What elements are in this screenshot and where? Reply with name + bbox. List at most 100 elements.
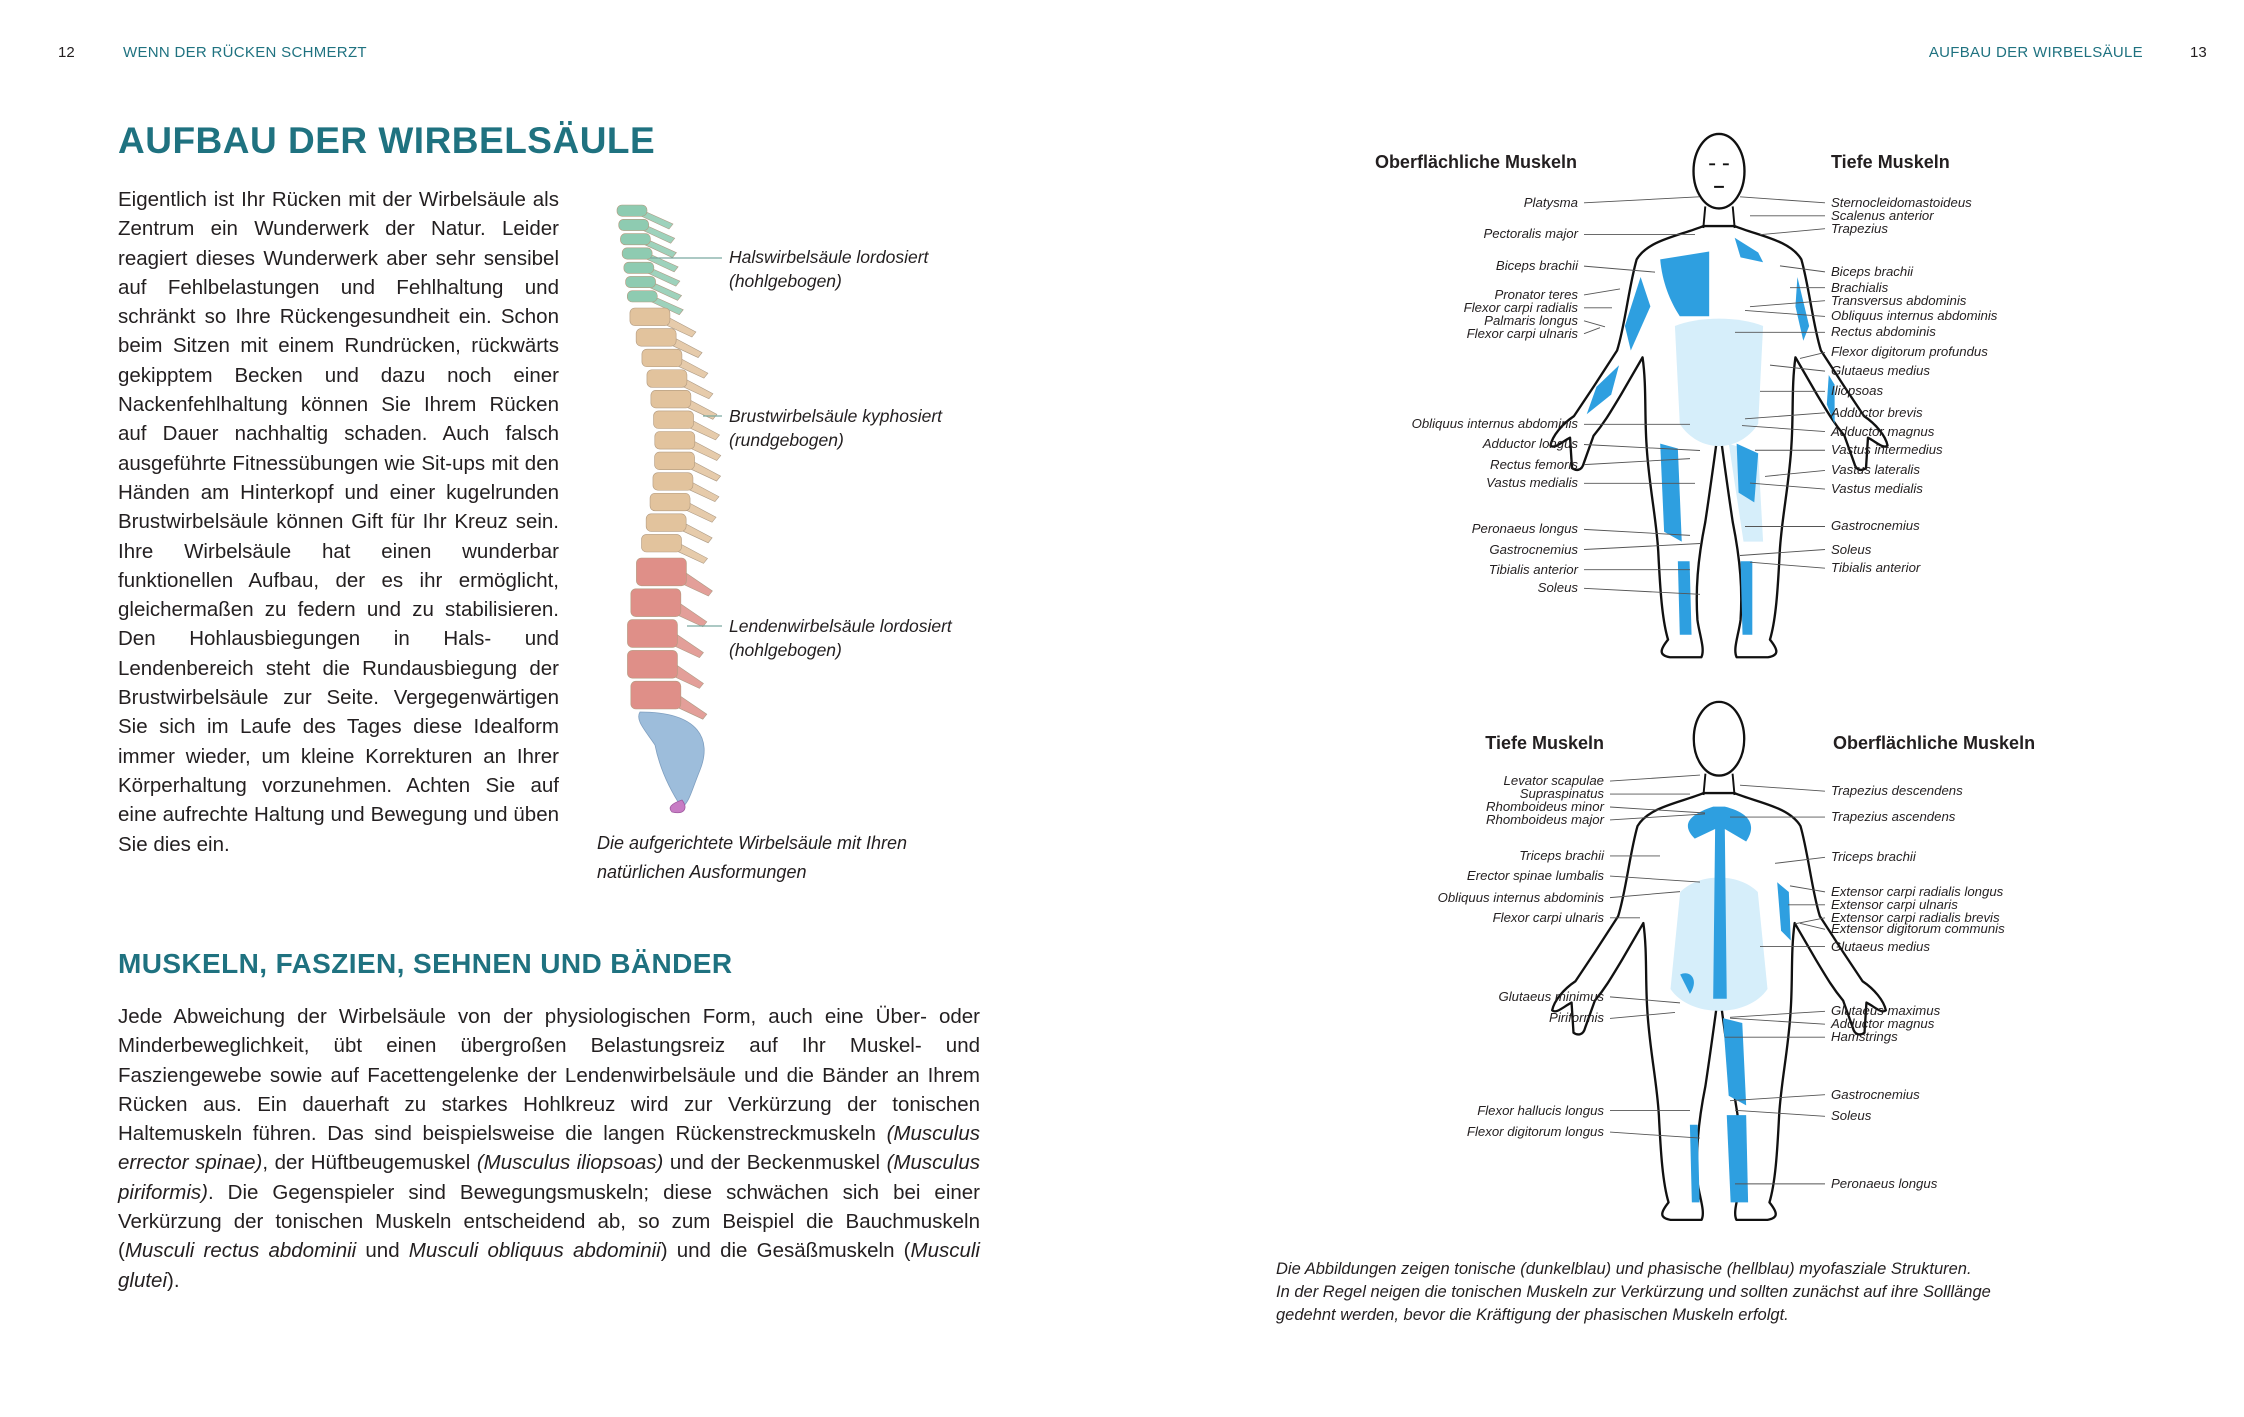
muscle-label: Flexor digitorum longus [1466,1124,1604,1140]
neck [1702,773,1736,796]
thoracic-vertebra [646,369,688,388]
tonic-muscle-area [1677,561,1692,635]
lumbar-vertebra-process [674,693,708,720]
lumbar-vertebra-process [671,631,704,658]
front-heading-superficial: Oberflächliche Muskeln [1374,152,1577,172]
leader-line [1739,196,1826,204]
leader-line [1583,196,1700,204]
back-heading-deep: Tiefe Muskeln [1485,733,1604,753]
lumbar-vertebra [627,650,678,679]
head [1692,700,1746,777]
lumbar-vertebra [630,588,682,617]
thoracic-vertebra-process [686,480,720,503]
thoracic-vertebra [629,307,671,326]
thoracic-vertebra [652,472,694,491]
front-muscle-figure [1549,132,1889,659]
muscle-label: Triceps brachii [1831,849,1916,865]
back-muscle-figure [1550,700,1888,1222]
tonic-muscle-area [1736,443,1759,503]
spine-label-thoracic: Brustwirbelsäule kyphosiert (rundgebogen… [729,404,942,452]
thoracic-vertebra-process [670,336,703,358]
caption-line: gedehnt werden, bevor die Kräftigung der… [1276,1306,1789,1324]
muscle-label: Flexor carpi ulnaris [1466,325,1578,341]
leader-line [1609,891,1681,899]
tonic-muscle-area [1624,277,1651,351]
coccyx [669,799,686,814]
running-head-left: WENN DER RÜCKEN SCHMERZT [123,44,367,61]
spine-label-line: (hohlgebogen) [729,271,842,291]
muscle-label: Adductor brevis [1831,404,1923,420]
thoracic-vertebra-process [663,315,697,338]
tonic-muscle-area [1689,1124,1700,1203]
cervical-vertebra-process [644,238,677,258]
thoracic-vertebra-process [684,398,718,420]
text-run: , der Hüftbeugemuskel [262,1151,477,1175]
cervical-vertebra [625,276,656,289]
cervical-vertebra [623,261,655,274]
muscle-label: Obliquus internus abdominis [1411,416,1578,432]
lumbar-vertebra-process [671,662,704,689]
muscle-label: Vastus medialis [1486,475,1578,491]
muscle-label: Rhomboideus minor [1485,798,1604,814]
muscle-label: Extensor carpi radialis longus [1831,883,2004,899]
face [1709,163,1729,188]
cervical-vertebra-process [649,281,683,301]
cervical-vertebra [618,218,650,231]
spine-label-line: (hohlgebogen) [729,640,842,660]
lumbar-vertebra-process [674,601,708,628]
muscle-label: Brachialis [1831,279,1889,295]
front-heading-deep: Tiefe Muskeln [1831,152,1950,172]
leader-line [1583,528,1691,536]
leader-line [1739,784,1826,792]
leader-line [1774,856,1826,864]
running-head-right: AUFBAU DER WIRBELSÄULE [1928,44,2143,61]
leader-line [1759,228,1826,236]
spine-caption: Die aufgerichtete Wirbelsäule mit Ihren … [597,829,907,887]
page-number-left: 12 [58,44,75,61]
leader-line [1609,875,1701,883]
lumbar-vertebra [636,557,687,587]
muscle-label: Tibialis anterior [1488,561,1578,577]
tonic-muscle-area [1660,443,1682,542]
caption-line: In der Regel neigen die tonischen Muskel… [1276,1283,1991,1301]
tonic-muscle-area [1722,1018,1747,1106]
figure-caption: Die Abbildungen zeigen tonische (dunkelb… [1276,1258,1991,1327]
cervical-vertebra [621,247,653,260]
tonic-muscle-area [1734,237,1764,263]
text-run: und [356,1239,409,1263]
muscle-label: Biceps brachii [1831,263,1914,279]
thoracic-vertebra [645,513,687,532]
leader-line [1583,265,1656,273]
leader-line [1799,351,1826,359]
muscle-label: Erector spinae lumbalis [1466,868,1604,884]
figure-body [1550,700,1888,1222]
leader-line [1729,1017,1826,1025]
spine-illustration [616,204,722,814]
leader-line [1609,806,1706,814]
thoracic-vertebra-process [680,521,713,544]
tonic-muscle-area [1687,806,1752,999]
thoracic-vertebra-process [675,356,709,379]
leader-line [1749,300,1826,308]
muscle-label: Piriformis [1549,1010,1604,1026]
muscle-label: Extensor carpi radialis brevis [1831,909,2000,925]
thoracic-vertebra-process [680,377,714,400]
muscle-label: Glutaeus medius [1831,938,1930,954]
phasic-muscle-area [1674,318,1764,447]
spine-label-cervical: Halswirbelsäule lordosiert (hohlgebogen) [729,245,928,293]
muscle-label: Adductor magnus [1831,1016,1935,1032]
thoracic-vertebra-process [687,418,721,441]
muscle-label: Biceps brachii [1495,258,1578,274]
leader-line [1609,996,1681,1004]
lumbar-vertebra [627,619,678,648]
tonic-muscle-area [1777,882,1791,941]
page-number-right: 13 [2190,44,2207,61]
muscle-label: Flexor digitorum profundus [1831,344,1988,360]
leader-line [1789,885,1826,893]
muscle-label: Glutaeus minimus [1498,988,1604,1004]
tonic-muscle-area [1740,561,1753,635]
muscle-label: Extensor digitorum communis [1831,921,2005,937]
muscles-paragraph: Jede Abweichung der Wirbelsäule von der … [118,1002,980,1295]
muscle-label: Adductor longus [1482,436,1578,452]
muscle-label: Adductor magnus [1831,423,1935,439]
